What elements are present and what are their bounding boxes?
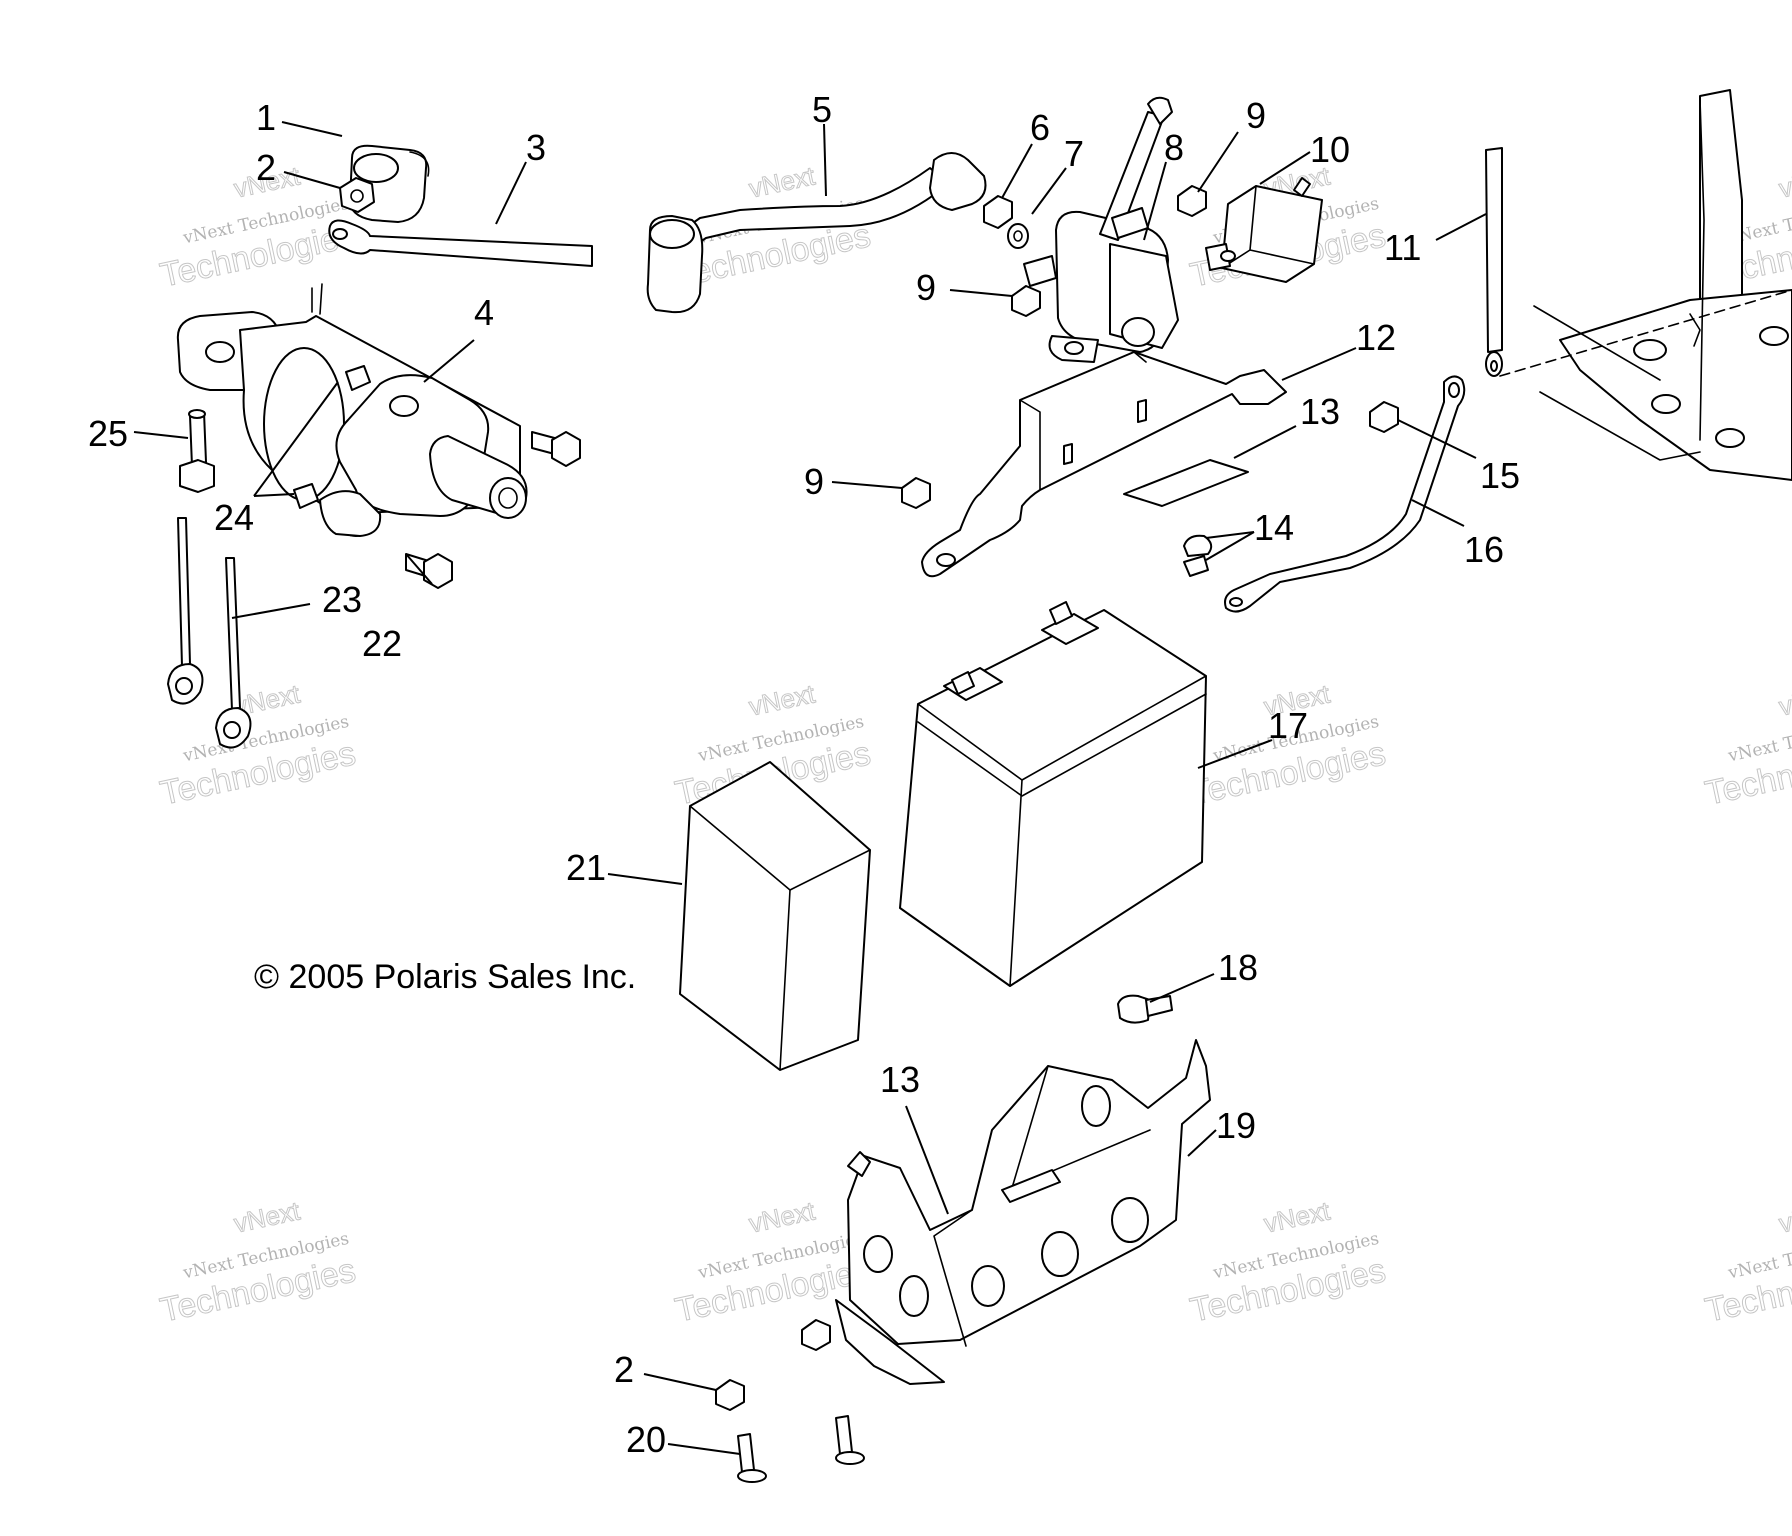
callout-19: 19: [1216, 1105, 1256, 1146]
part-battery: [899, 601, 1207, 987]
callout-4: 4: [474, 292, 494, 333]
svg-text:vNext: vNext: [746, 160, 818, 203]
callout-9-top: 9: [1246, 95, 1266, 136]
part-screw-20-b: [835, 1415, 865, 1465]
callout-3: 3: [526, 127, 546, 168]
part-nut-tray: [801, 1319, 831, 1351]
svg-text:vNext: vNext: [746, 1195, 818, 1238]
part-nut-15: [1369, 401, 1399, 433]
callout-20: 20: [626, 1419, 666, 1460]
part-frame: [1499, 89, 1792, 481]
callout-5: 5: [812, 89, 832, 130]
watermark: vNext vNext Technologies Technologies: [1186, 1195, 1389, 1330]
part-starter-motor: [176, 283, 528, 537]
svg-text:vNext: vNext: [1261, 1195, 1333, 1238]
part-starter-cable: [646, 152, 987, 314]
callout-12: 12: [1356, 317, 1396, 358]
watermark: vNext vNext Technologies Technologies: [1701, 1195, 1792, 1330]
part-dowel-pin-lower: [293, 483, 319, 509]
part-nut-9-low: [901, 477, 931, 509]
callout-10: 10: [1310, 129, 1350, 170]
watermark: vNext vNext Technologies Technologies: [156, 160, 359, 295]
callout-9-mid: 9: [916, 267, 936, 308]
callout-16: 16: [1464, 529, 1504, 570]
callout-6: 6: [1030, 107, 1050, 148]
copyright-notice: © 2005 Polaris Sales Inc.: [254, 958, 636, 996]
part-nut-bottom: [715, 1379, 745, 1411]
callout-11: 11: [1384, 227, 1421, 268]
svg-text:vNext: vNext: [1776, 1195, 1792, 1238]
callout-15: 15: [1480, 455, 1520, 496]
part-pad-13-tray: [1001, 1169, 1061, 1203]
part-relay: [1205, 177, 1323, 283]
callout-labels: 1 2 3 4 5 6 7 8 9 9 9 10 11 12 13 13 14 …: [88, 89, 1520, 1460]
callout-8: 8: [1164, 127, 1184, 168]
callout-14: 14: [1254, 507, 1294, 548]
part-cable-tie-left: [167, 517, 204, 705]
part-nut-6: [983, 195, 1013, 229]
watermark: vNext vNext Technologies Technologies: [156, 1195, 359, 1330]
leader-lines: [133, 121, 1487, 1455]
callout-1: 1: [256, 97, 276, 138]
part-nut-top: [339, 177, 375, 213]
part-rod-11: [1485, 147, 1503, 377]
callout-22: 22: [362, 623, 402, 664]
part-bolt-18: [1117, 994, 1173, 1024]
part-ground-cable: [1224, 375, 1466, 613]
part-cable-3: [328, 219, 593, 267]
part-flange-bolt-b: [405, 553, 453, 589]
callout-18: 18: [1218, 947, 1258, 988]
part-nut-9-top: [1177, 185, 1207, 217]
callout-17: 17: [1268, 705, 1308, 746]
callout-24: 24: [214, 497, 254, 538]
svg-text:vNext: vNext: [1776, 678, 1792, 721]
part-cable-tie-right: [215, 557, 252, 749]
part-screw-14: [1183, 534, 1213, 577]
callout-9-low: 9: [804, 461, 824, 502]
svg-text:vNext: vNext: [746, 678, 818, 721]
watermark: vNext vNext Technologies Technologies: [1701, 678, 1792, 813]
callout-21: 21: [566, 847, 606, 888]
svg-text:vNext: vNext: [1776, 160, 1792, 203]
callout-23: 23: [322, 579, 362, 620]
part-lock-washer: [1007, 223, 1029, 249]
part-pad-13-top: [1123, 459, 1249, 507]
callout-2-bottom: 2: [614, 1349, 634, 1390]
part-bolt-25: [179, 409, 215, 493]
part-block-pad: [679, 761, 871, 1071]
callout-25: 25: [88, 413, 128, 454]
callout-7: 7: [1064, 133, 1084, 174]
part-dowel-pin-upper: [345, 365, 371, 391]
part-flange-bolt-a: [531, 431, 581, 467]
callout-13-tray: 13: [880, 1059, 920, 1100]
svg-text:vNext: vNext: [231, 1195, 303, 1238]
part-bracket-plate: [921, 351, 1287, 578]
part-solenoid: [1023, 96, 1179, 363]
callout-13-top: 13: [1300, 391, 1340, 432]
part-screw-20-a: [737, 1433, 767, 1483]
callout-2: 2: [256, 147, 276, 188]
part-nut-9-mid: [1011, 285, 1041, 317]
